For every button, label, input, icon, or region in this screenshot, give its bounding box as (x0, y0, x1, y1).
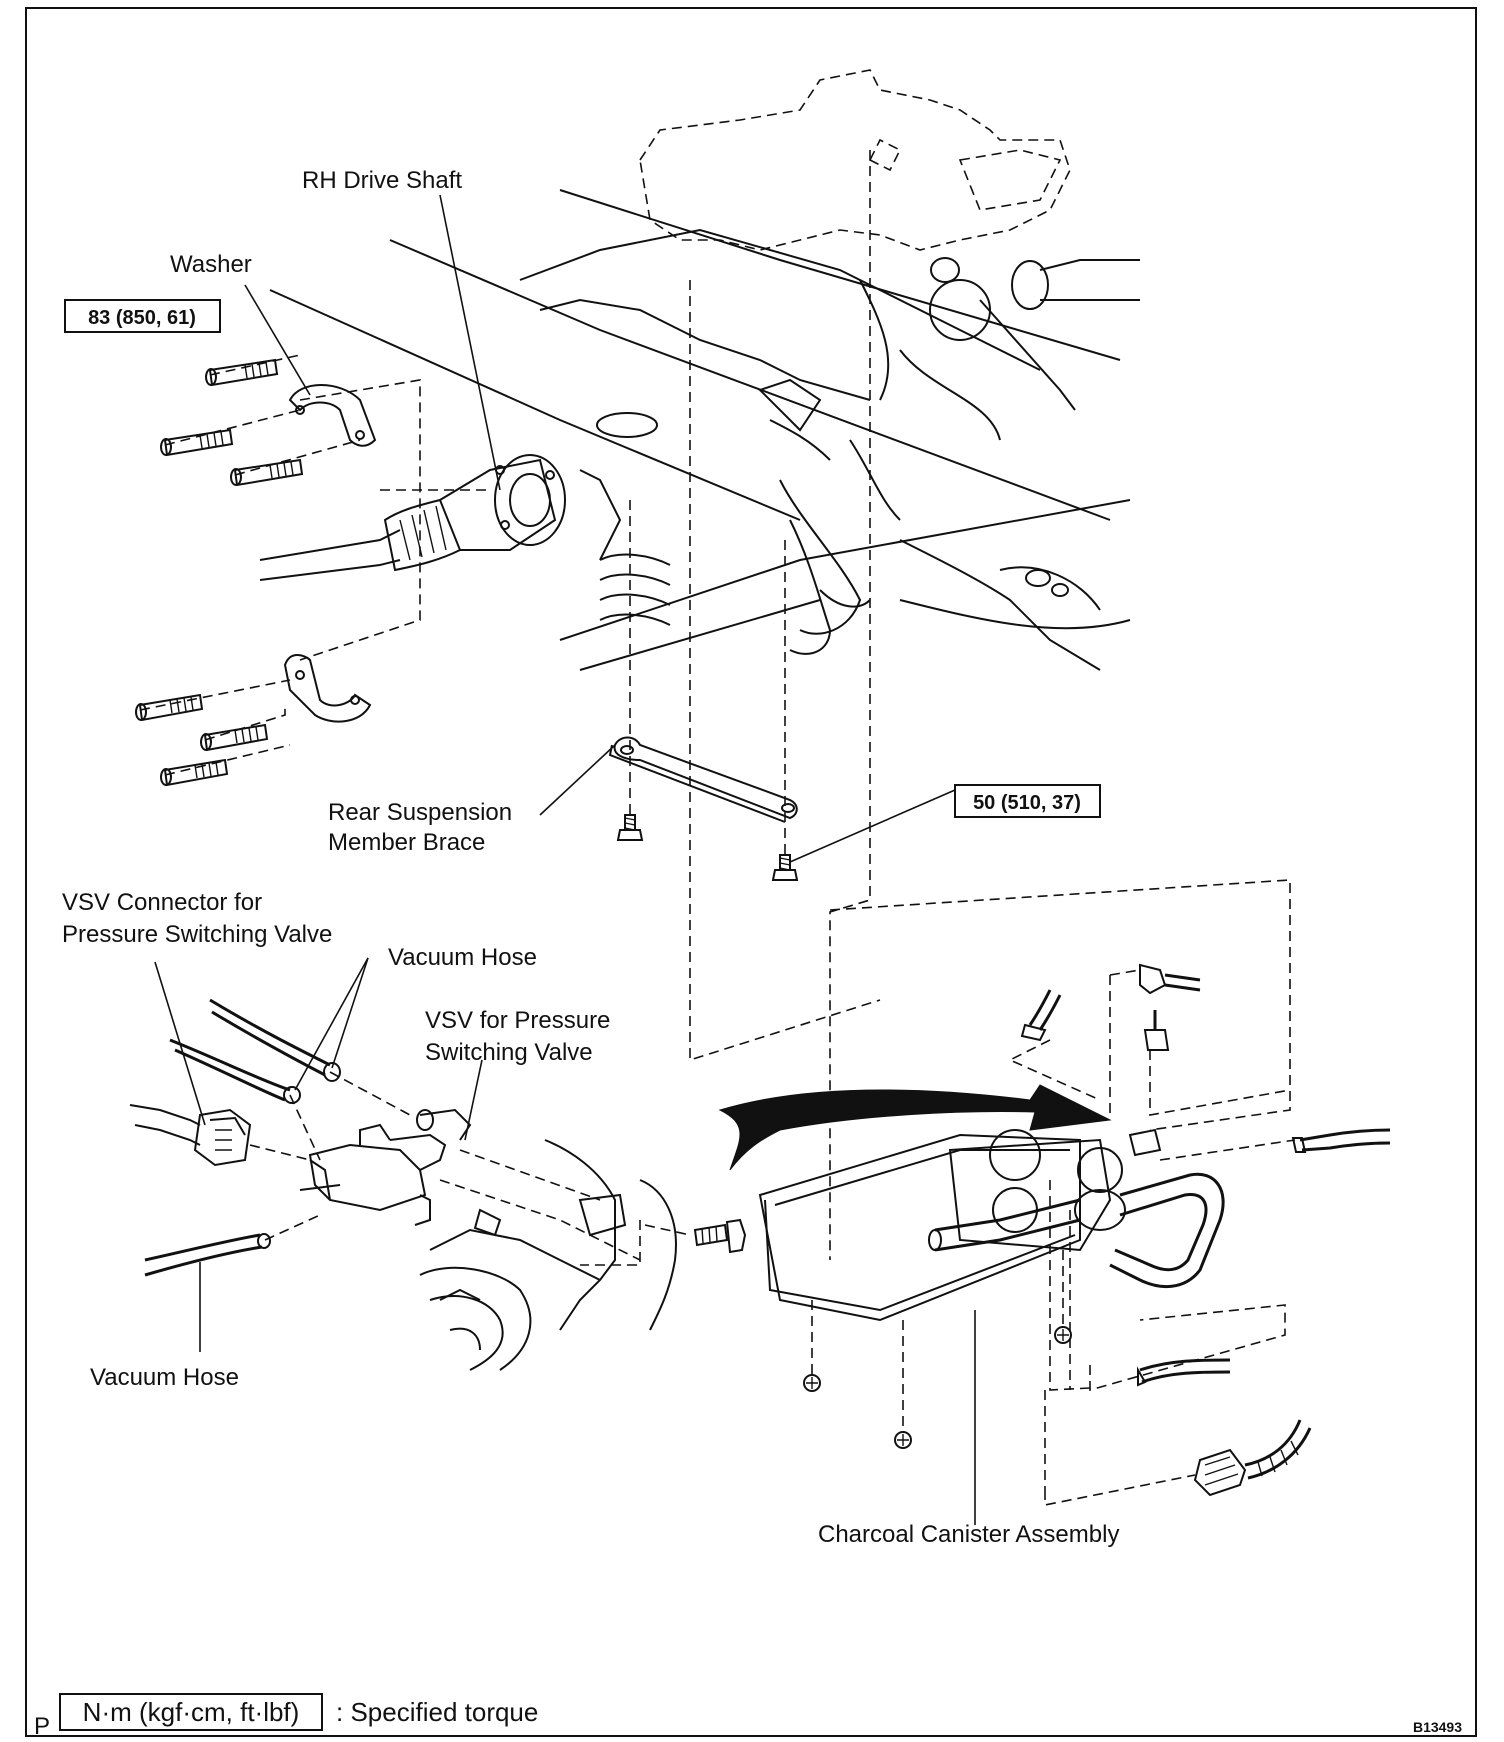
legend-units: N·m (kgf·cm, ft·lbf) (83, 1697, 300, 1727)
vehicle-body-illustration (269, 69, 1140, 671)
rh-drive-shaft-illustration (259, 454, 566, 581)
label-vsv-line2: Switching Valve (425, 1039, 593, 1066)
label-vsv-connector-line2: Pressure Switching Valve (62, 921, 332, 948)
alignment-lines-canister (811, 969, 1296, 1506)
label-rear-suspension-line1: Rear Suspension (328, 799, 512, 826)
vsv-valve-illustration (299, 1108, 472, 1226)
figure-code: B13493 (1413, 1719, 1462, 1735)
vsv-connector-illustration (129, 1104, 252, 1167)
bolt-1 (205, 358, 279, 387)
brace-bolt-left (616, 814, 644, 841)
figure-border (25, 7, 1477, 1737)
charcoal-canister-illustration (718, 963, 1391, 1497)
legend-corner-letter: P (34, 1713, 50, 1740)
legend: P N·m (kgf·cm, ft·lbf) : Specified torqu… (34, 1693, 1462, 1740)
label-vsv-connector-line1: VSV Connector for (62, 889, 262, 916)
bolt-2 (160, 428, 234, 457)
washer-lower (283, 654, 372, 723)
torque-box-drive-shaft: 83 (850, 61) (64, 299, 221, 333)
label-washer: Washer (170, 251, 252, 278)
bolt-group-lower (135, 693, 269, 787)
legend-description: : Specified torque (336, 1697, 538, 1727)
label-charcoal-canister: Charcoal Canister Assembly (818, 1521, 1119, 1548)
bolt-3 (230, 458, 304, 487)
label-vacuum-hose-bottom: Vacuum Hose (90, 1364, 239, 1391)
bolt-group-upper (160, 358, 304, 487)
alignment-lines-left (139, 354, 490, 776)
label-rh-drive-shaft: RH Drive Shaft (302, 167, 462, 194)
vacuum-hose-upper-pair (169, 998, 341, 1104)
canister-nut-3 (1054, 1326, 1072, 1344)
vacuum-hose-lower (144, 1233, 271, 1277)
canister-nut-2 (894, 1431, 912, 1449)
torque-value-brace: 50 (510, 37) (973, 792, 1081, 814)
label-rear-suspension-line2: Member Brace (328, 829, 485, 856)
alignment-lines-center (629, 150, 1291, 1260)
rear-suspension-member-brace (608, 736, 798, 823)
torque-value-drive-shaft: 83 (850, 61) (88, 307, 196, 329)
bolt-4 (135, 693, 204, 722)
alignment-lines-vsv (249, 1071, 691, 1266)
label-vsv-line1: VSV for Pressure (425, 1007, 610, 1034)
torque-box-brace: 50 (510, 37) (954, 784, 1101, 818)
canister-nut-1 (803, 1374, 821, 1392)
legend-units-box (59, 1693, 323, 1731)
leader-lines (154, 194, 976, 1525)
brace-bolt-right (771, 854, 799, 881)
label-vacuum-hose-top: Vacuum Hose (388, 944, 537, 971)
bolt-6 (160, 758, 229, 787)
vsv-bracket-bolt (693, 1218, 747, 1254)
washer-upper (288, 384, 377, 447)
vsv-body-bracket (419, 1139, 677, 1371)
